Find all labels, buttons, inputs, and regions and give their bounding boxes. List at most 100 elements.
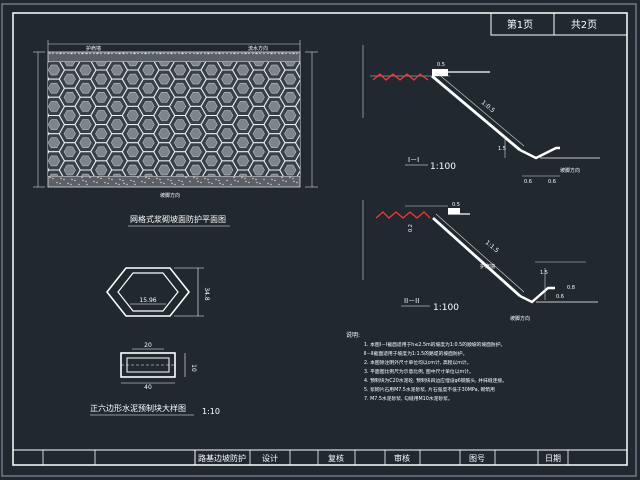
hex-cell-fill bbox=[268, 64, 281, 76]
hex-cell-fill bbox=[252, 73, 265, 85]
band-speck bbox=[93, 180, 95, 183]
hex-cell-fill bbox=[48, 64, 61, 76]
hex-cell-fill bbox=[173, 155, 187, 167]
hex-cell-fill bbox=[63, 110, 76, 121]
hex-cell-fill bbox=[190, 62, 202, 67]
hex-cell-fill bbox=[127, 62, 139, 67]
hex-cell-fill bbox=[158, 146, 171, 158]
hex-cell-fill bbox=[284, 110, 297, 121]
outer-frame bbox=[1, 3, 637, 477]
band-speck bbox=[233, 52, 235, 55]
notes-line-5: 4. 预制块为C20水泥砼, 预制块四边应埋设φ6钢筋头, 并抹缝连接。 bbox=[364, 377, 507, 384]
band-speck bbox=[259, 182, 261, 185]
band-speck bbox=[81, 176, 83, 179]
band-speck bbox=[204, 52, 206, 55]
hex-cell-fill bbox=[189, 73, 202, 85]
band-speck bbox=[230, 183, 232, 186]
hex-cell-fill bbox=[79, 64, 92, 76]
hex-cell-fill bbox=[284, 164, 297, 176]
band-speck bbox=[263, 178, 265, 181]
band-speck bbox=[189, 180, 191, 183]
band-speck bbox=[170, 179, 172, 182]
page-total: 共2页 bbox=[571, 19, 597, 31]
hex-cell-fill bbox=[126, 164, 139, 176]
section1-slope-ratio: 1:0.5 bbox=[480, 99, 496, 114]
band-speck bbox=[156, 52, 158, 55]
section1-mark: I－I bbox=[408, 156, 419, 164]
band-speck bbox=[267, 182, 269, 185]
band-speck bbox=[174, 52, 176, 55]
hex-cell-fill bbox=[158, 110, 171, 121]
plan-label-bottom: 坡脚方向 bbox=[160, 192, 180, 199]
hex-cell-fill bbox=[221, 164, 234, 176]
band-speck bbox=[222, 52, 224, 55]
section2-slope bbox=[432, 216, 521, 298]
hex-cell-fill bbox=[48, 101, 61, 112]
hex-cell-fill bbox=[158, 128, 171, 139]
hex-cell-fill bbox=[95, 92, 108, 103]
section1-label: 坡脚方向 bbox=[560, 167, 580, 174]
band-speck bbox=[215, 52, 217, 55]
hex-cell-fill bbox=[63, 146, 76, 158]
band-speck bbox=[182, 52, 184, 55]
band-speck bbox=[81, 52, 83, 55]
hex-cell-fill bbox=[95, 128, 108, 139]
hex-cell-fill bbox=[79, 155, 92, 167]
hex-cell-fill bbox=[175, 173, 185, 176]
notes-line-2: Ⅱ－Ⅱ截面适用于坡度为1:1.5的路堤的坡面防护。 bbox=[364, 350, 467, 357]
hex-cell-fill bbox=[48, 137, 61, 148]
band-speck bbox=[82, 52, 84, 55]
hex-cell-fill bbox=[236, 155, 250, 167]
band-speck bbox=[271, 52, 273, 55]
band-speck bbox=[134, 52, 136, 55]
hex-cell-fill bbox=[110, 82, 124, 94]
hex-cell-fill bbox=[173, 64, 187, 76]
hex-cell-fill bbox=[173, 82, 187, 94]
band-speck bbox=[130, 179, 132, 182]
band-speck bbox=[255, 178, 257, 181]
hex-grid-cells bbox=[48, 62, 300, 176]
hex-cell-fill bbox=[299, 142, 300, 143]
band-speck bbox=[86, 52, 88, 55]
hex-cell-fill bbox=[158, 164, 171, 176]
band-speck bbox=[107, 182, 109, 185]
band-speck bbox=[108, 52, 110, 55]
band-speck bbox=[207, 178, 209, 181]
band-speck bbox=[170, 52, 172, 55]
band-speck bbox=[252, 177, 254, 180]
hex-cell-fill bbox=[299, 160, 300, 162]
header-page-boxes: 第1页 共2页 bbox=[490, 12, 628, 36]
hex-cell-fill bbox=[64, 62, 76, 67]
band-speck bbox=[207, 52, 209, 55]
band-speck bbox=[234, 52, 236, 55]
hex-cell-fill bbox=[236, 119, 250, 130]
section2-dim-b: 0.5 bbox=[452, 202, 460, 208]
hex-cell-fill bbox=[268, 137, 281, 148]
band-speck bbox=[289, 52, 291, 55]
hex-cell bbox=[294, 79, 300, 97]
section2-dim-d: 0.6 bbox=[556, 294, 564, 300]
band-speck bbox=[233, 176, 235, 179]
hex-cell-fill bbox=[63, 73, 76, 85]
band-speck bbox=[60, 52, 62, 55]
band-speck bbox=[70, 52, 72, 55]
band-speck bbox=[144, 181, 146, 184]
band-speck bbox=[49, 52, 51, 55]
hex-cell-fill bbox=[221, 128, 234, 139]
hex-cell-fill bbox=[268, 82, 281, 94]
section2-mark: II－II bbox=[404, 297, 419, 305]
title-approve: 审核 bbox=[394, 453, 410, 463]
hex-cell-fill bbox=[81, 173, 90, 176]
section1-dim-b: 1.5 bbox=[498, 146, 506, 152]
band-speck bbox=[178, 179, 180, 182]
hex-cell-fill bbox=[158, 73, 171, 85]
hex-cell-fill bbox=[236, 82, 250, 94]
hex-dim-inner: 15.96 bbox=[139, 297, 156, 304]
band-speck bbox=[211, 52, 213, 55]
band-speck bbox=[111, 52, 113, 55]
band-speck bbox=[107, 52, 109, 55]
hex-cell-fill bbox=[205, 101, 218, 112]
hex-cell-fill bbox=[189, 128, 202, 139]
band-speck bbox=[208, 52, 210, 55]
